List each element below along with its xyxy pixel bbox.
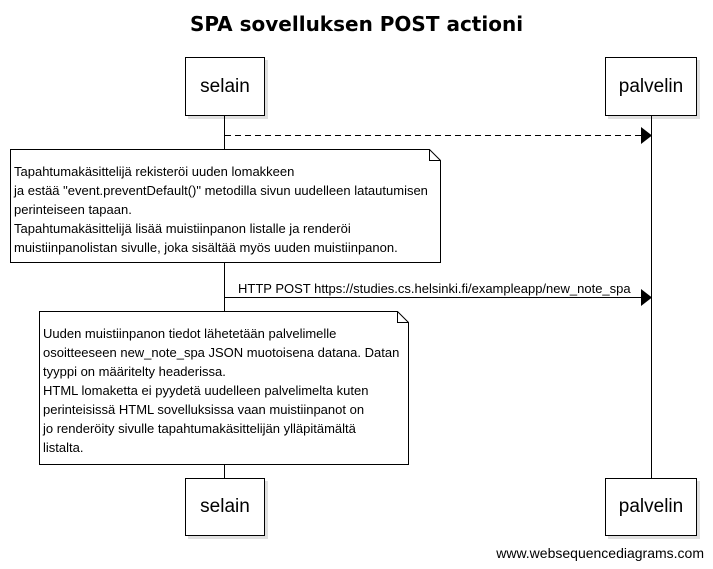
arrowhead-post (641, 289, 652, 306)
note-line: Tapahtumakäsittelijä lisää muistiinpanon… (14, 221, 351, 236)
note-2: Uuden muistiinpanon tiedot lähetetään pa… (39, 311, 409, 465)
participant-selain-bottom: selain (185, 478, 265, 536)
participant-label: selain (200, 496, 250, 517)
note-1: Tapahtumakäsittelijä rekisteröi uuden lo… (10, 149, 441, 263)
note-line: perinteisissä HTML sovelluksissa vaan mu… (43, 402, 365, 417)
arrowhead-dashed (641, 127, 652, 144)
message-label-post: HTTP POST https://studies.cs.helsinki.fi… (238, 281, 631, 296)
note-line: osoitteeseen new_note_spa JSON muotoisen… (43, 345, 400, 360)
note-1-shape (10, 149, 441, 263)
note-line: jo renderöity sivulle tapahtumakäsitteli… (43, 421, 356, 436)
participant-selain-top: selain (185, 57, 265, 116)
note-line: HTML lomaketta ei pyydetä uudelleen palv… (43, 383, 369, 398)
participant-label: palvelin (618, 75, 684, 97)
note-2-shape (39, 311, 409, 465)
note-line: muistiinpanolistan sivulle, joka sisältä… (14, 240, 398, 255)
participant-palvelin-top: palvelin (605, 57, 697, 116)
note-line: perinteiseen tapaan. (14, 202, 132, 217)
note-line: tyyppi on määritelty headerissa. (43, 364, 226, 379)
participant-label: palvelin (618, 496, 684, 517)
diagram-title: SPA sovelluksen POST actioni (189, 12, 524, 36)
participant-palvelin-bottom: palvelin (605, 478, 697, 536)
participant-label: selain (200, 75, 250, 97)
note-line: Tapahtumakäsittelijä rekisteröi uuden lo… (14, 164, 295, 179)
note-line: ja estää "event.preventDefault()" metodi… (14, 183, 428, 198)
note-line: Uuden muistiinpanon tiedot lähetetään pa… (43, 326, 337, 341)
footer-credit: www.websequencediagrams.com (496, 545, 704, 561)
note-line: listalta. (43, 440, 84, 455)
